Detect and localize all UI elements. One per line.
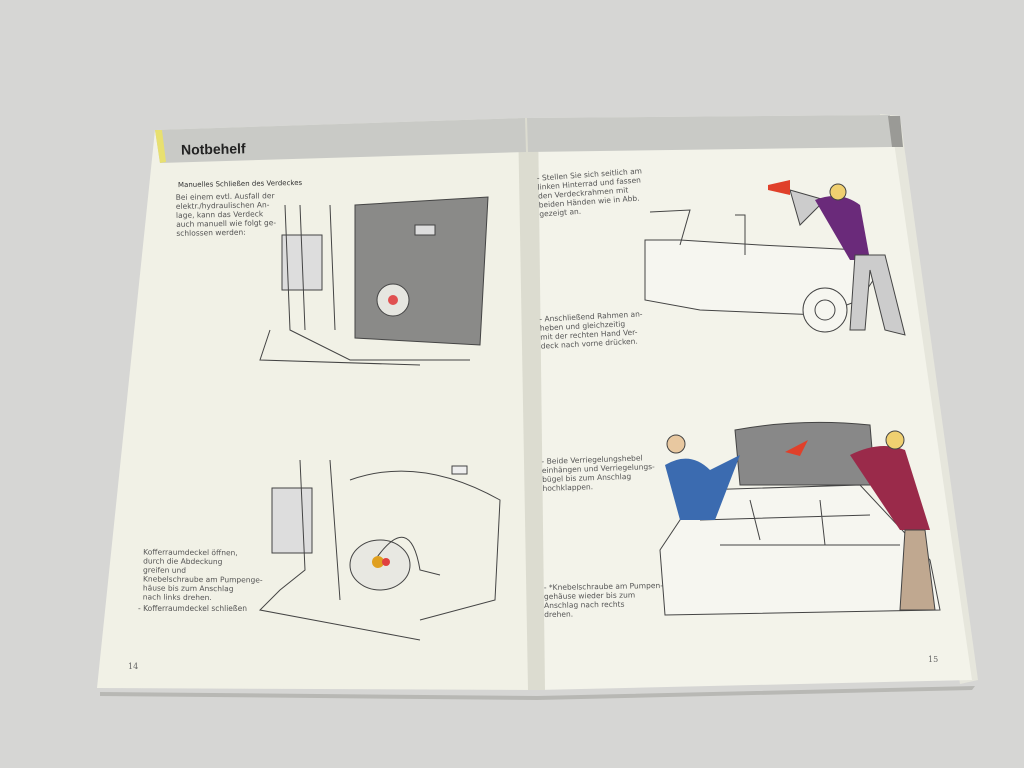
step4-text: - *Knebelschraube am Pumpen- gehäuse wie…	[543, 580, 663, 620]
page-title: Notbehelf	[180, 140, 246, 158]
step-close-text: - Kofferraumdeckel schließen	[138, 604, 248, 613]
step2-text: - Anschließend Rahmen an- heben und glei…	[539, 309, 643, 351]
step3-text: - Beide Verriegelungshebel einhängen und…	[541, 453, 655, 493]
step1-text: - Stellen Sie sich seitlich am linken Hi…	[536, 166, 643, 219]
illustration-man-lifting-frame	[644, 180, 906, 336]
illustration-two-men-lock-top	[659, 421, 941, 616]
left-header-accent	[155, 130, 166, 163]
illustration-inner-panel	[259, 196, 489, 366]
page-number-left: 14	[128, 662, 139, 671]
illustration-trunk-pump	[258, 459, 501, 641]
page-number-right: 15	[928, 655, 939, 664]
intro-text: Bei einem evtl. Ausfall der elektr./hydr…	[175, 191, 277, 238]
left-header-band	[155, 118, 526, 163]
right-header-band	[527, 115, 893, 152]
right-header-tab	[888, 116, 903, 147]
booklet-shadow	[100, 686, 975, 700]
step-trunk-text: Kofferraumdeckel öffnen, durch die Abdec…	[142, 547, 263, 603]
spine-shadow	[518, 118, 545, 690]
